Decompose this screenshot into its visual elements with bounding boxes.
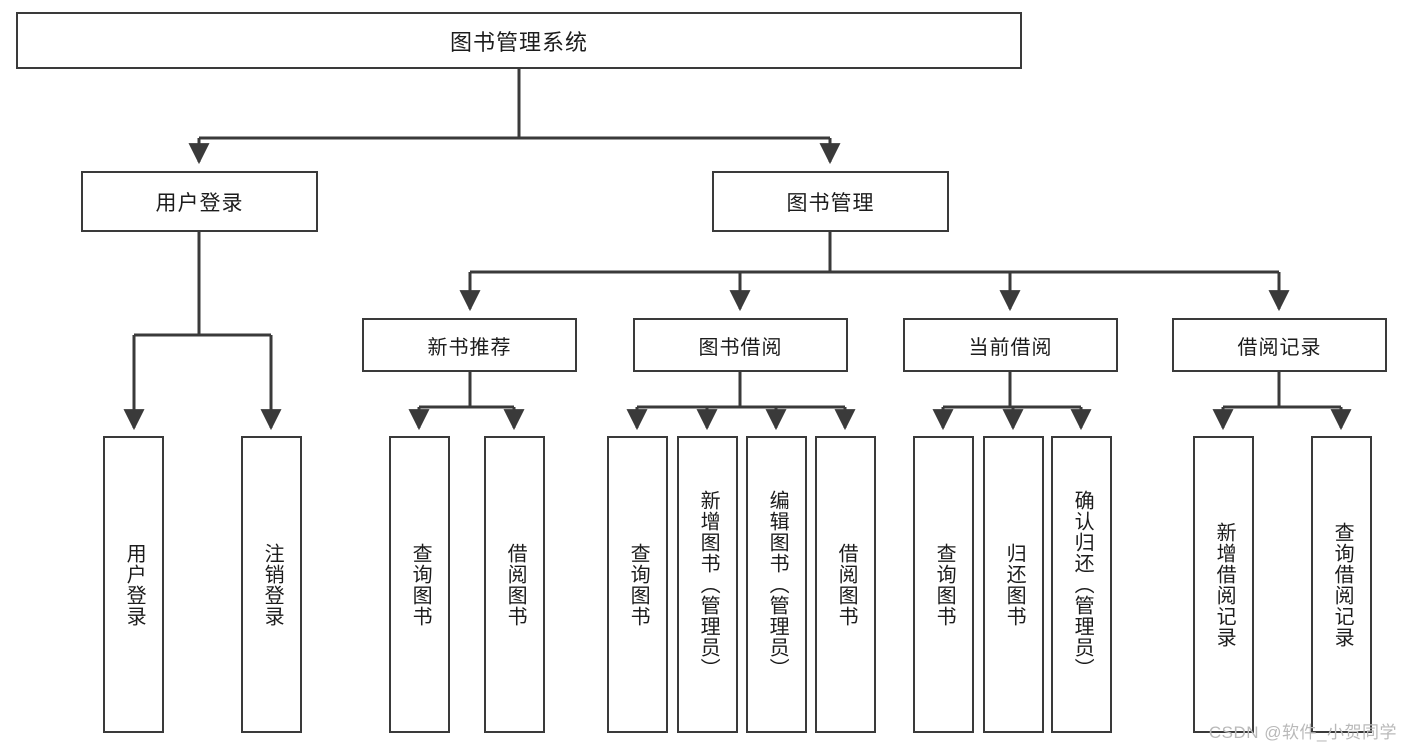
leaf-confirm-return-admin[interactable]: 确认归还（管理员）	[1051, 436, 1112, 733]
leaf-label: 借阅图书	[835, 542, 858, 627]
leaf-return-book[interactable]: 归还图书	[983, 436, 1044, 733]
leaf-label: 归还图书	[1003, 542, 1026, 627]
node-book-borrow-label: 图书借阅	[698, 336, 783, 359]
leaf-label: 查询图书	[409, 542, 432, 627]
leaf-query-books-recommend[interactable]: 查询图书	[389, 436, 450, 733]
node-new-book-recommend-label: 新书推荐	[427, 336, 512, 359]
leaf-borrow-books-recommend[interactable]: 借阅图书	[484, 436, 545, 733]
node-book-management-label: 图书管理	[786, 191, 875, 215]
leaf-label: 确认归还（管理员）	[1071, 490, 1094, 679]
node-user-login-label: 用户登录	[155, 191, 244, 215]
leaf-label: 用户登录	[123, 542, 146, 627]
leaf-borrow-book[interactable]: 借阅图书	[815, 436, 876, 733]
node-current-borrow-label: 当前借阅	[968, 336, 1053, 359]
leaf-user-login[interactable]: 用户登录	[103, 436, 164, 733]
node-new-book-recommend[interactable]: 新书推荐	[362, 318, 577, 372]
leaf-edit-book-admin[interactable]: 编辑图书（管理员）	[746, 436, 807, 733]
leaf-add-book-admin[interactable]: 新增图书（管理员）	[677, 436, 738, 733]
leaf-label: 新增图书（管理员）	[697, 490, 720, 679]
node-user-login[interactable]: 用户登录	[81, 171, 318, 232]
leaf-label: 查询图书	[627, 542, 650, 627]
node-borrow-record-label: 借阅记录	[1237, 336, 1322, 359]
leaf-add-borrow-record[interactable]: 新增借阅记录	[1193, 436, 1254, 733]
leaf-label: 注销登录	[261, 542, 284, 627]
leaf-label: 查询借阅记录	[1331, 521, 1354, 648]
node-root[interactable]: 图书管理系统	[16, 12, 1022, 69]
node-current-borrow[interactable]: 当前借阅	[903, 318, 1118, 372]
leaf-query-borrow-record[interactable]: 查询借阅记录	[1311, 436, 1372, 733]
leaf-query-books-borrow[interactable]: 查询图书	[607, 436, 668, 733]
node-book-management[interactable]: 图书管理	[712, 171, 949, 232]
leaf-label: 查询图书	[933, 542, 956, 627]
node-book-borrow[interactable]: 图书借阅	[633, 318, 848, 372]
leaf-query-books-current[interactable]: 查询图书	[913, 436, 974, 733]
leaf-label: 编辑图书（管理员）	[766, 490, 789, 679]
leaf-label: 借阅图书	[504, 542, 527, 627]
node-borrow-record[interactable]: 借阅记录	[1172, 318, 1387, 372]
node-root-label: 图书管理系统	[449, 29, 588, 55]
leaf-user-logout[interactable]: 注销登录	[241, 436, 302, 733]
watermark: CSDN @软件_小贺同学	[1208, 723, 1397, 742]
leaf-label: 新增借阅记录	[1213, 521, 1236, 648]
